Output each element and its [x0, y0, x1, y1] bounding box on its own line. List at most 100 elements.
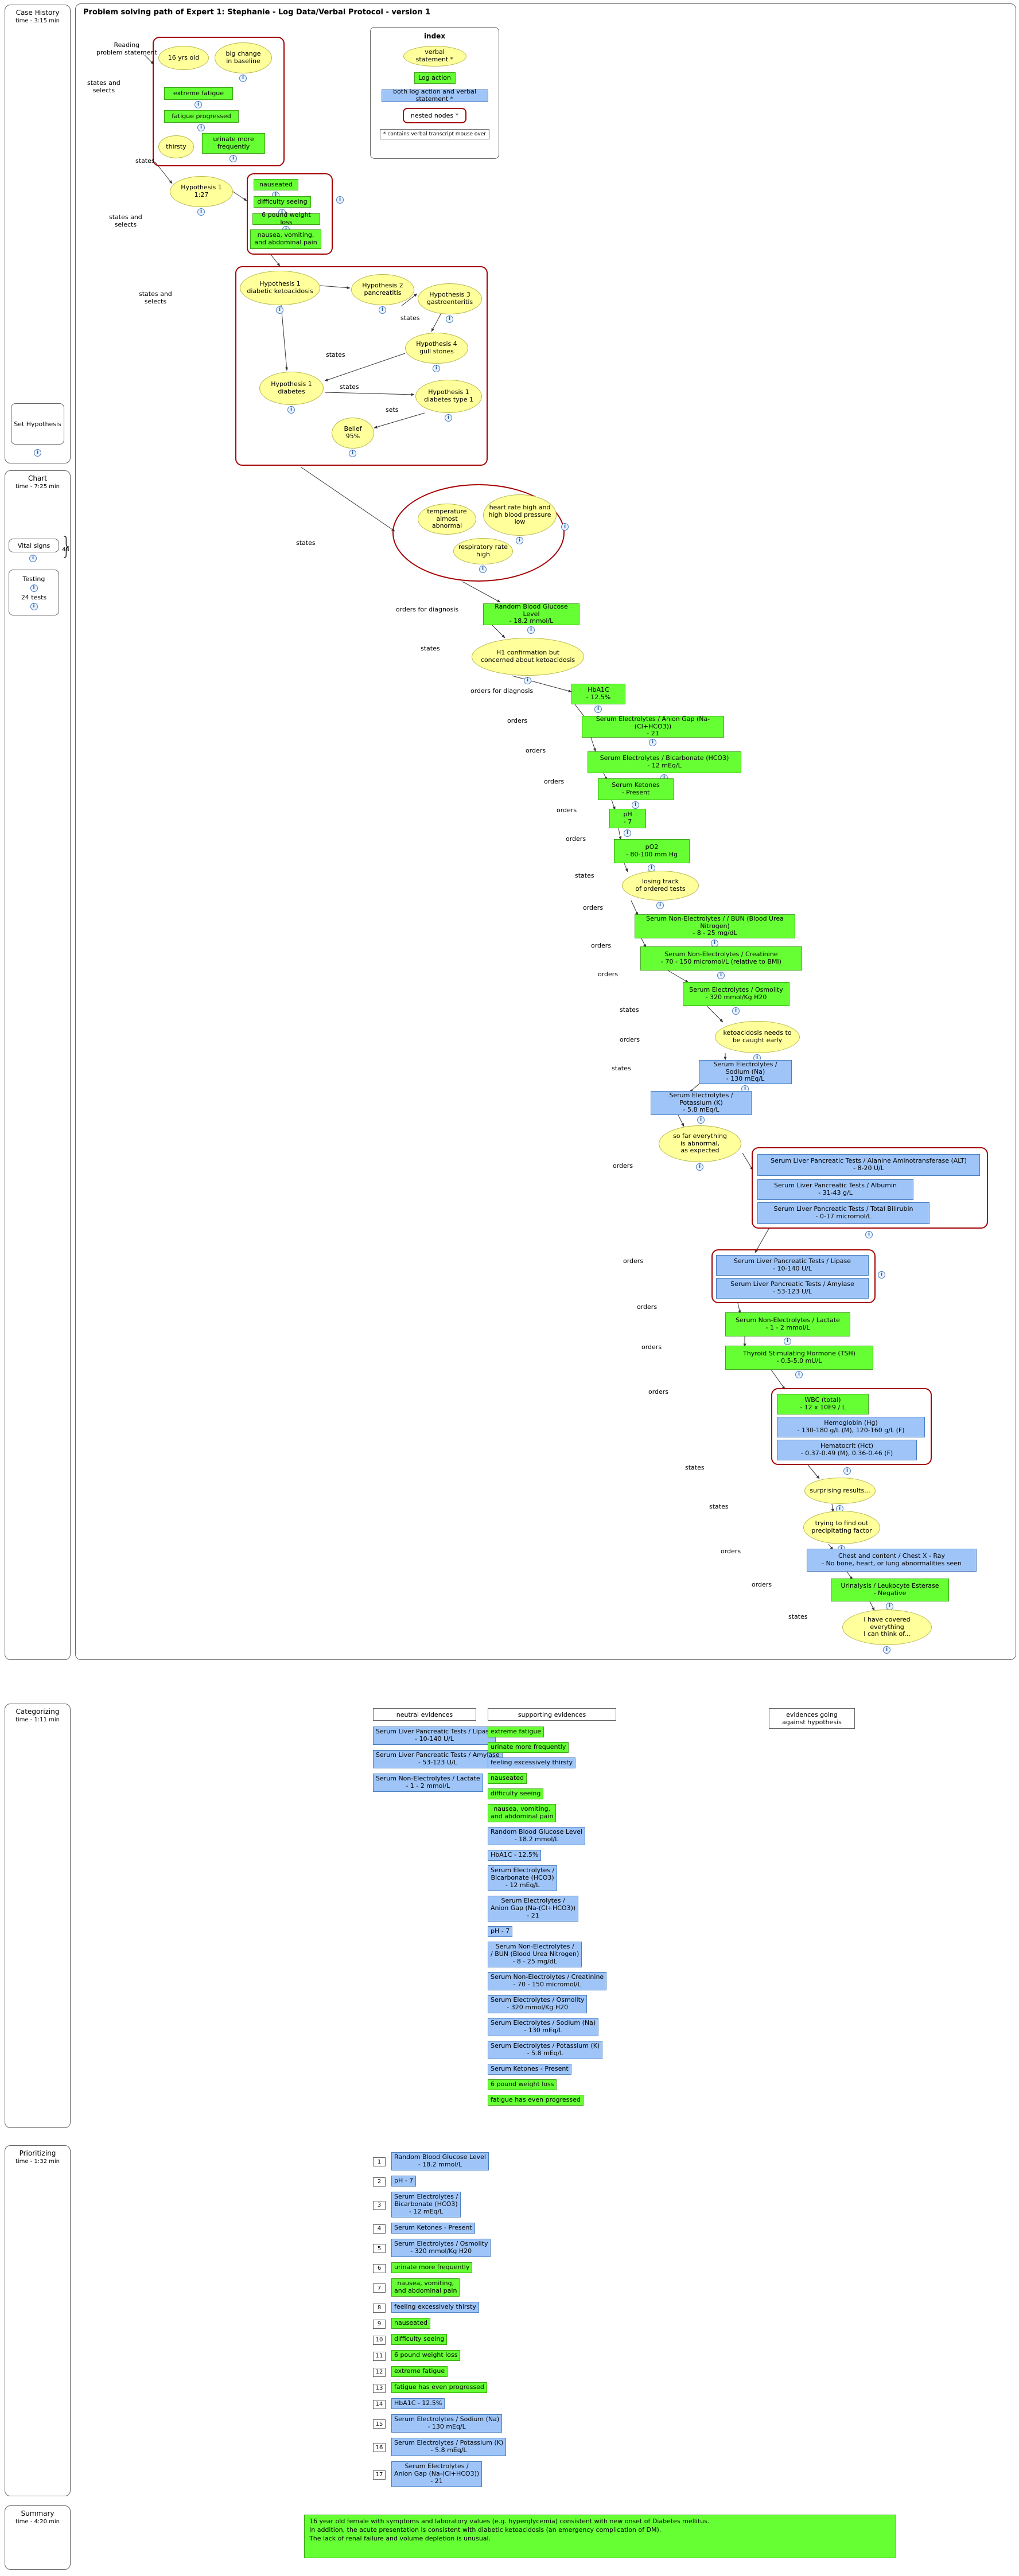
- flow-node-19[interactable]: heart rate high and high blood pressure …: [483, 494, 557, 536]
- info-icon[interactable]: i: [197, 208, 205, 216]
- flow-node-48[interactable]: trying to find out precipitating factor: [803, 1511, 880, 1544]
- info-icon[interactable]: i: [886, 1603, 893, 1610]
- flow-node-18[interactable]: temperature almost abnormal: [418, 504, 476, 535]
- flow-node-41[interactable]: Serum Liver Pancreatic Tests / Amylase -…: [716, 1278, 869, 1299]
- info-icon[interactable]: i: [632, 801, 639, 809]
- flow-node-32[interactable]: Serum Electrolytes / Osmolity - 320 mmol…: [683, 982, 789, 1006]
- flow-node-42[interactable]: Serum Non-Electrolytes / Lactate - 1 - 2…: [725, 1312, 850, 1336]
- panel-case-history: Case History time - 3:15 min Set Hypothe…: [5, 5, 71, 463]
- categorizing-title: Categorizing: [15, 1708, 60, 1716]
- info-icon[interactable]: i: [795, 1371, 803, 1378]
- flow-node-34[interactable]: Serum Electrolytes / Sodium (Na) - 130 m…: [699, 1060, 792, 1084]
- flow-node-14[interactable]: Hypothesis 4 gull stones: [405, 333, 468, 364]
- flow-node-2[interactable]: extreme fatigue: [164, 87, 233, 100]
- info-icon[interactable]: i: [594, 706, 602, 713]
- flow-node-35[interactable]: Serum Electrolytes / Potassium (K) - 5.8…: [651, 1091, 752, 1115]
- info-icon[interactable]: i: [445, 414, 452, 422]
- info-icon[interactable]: i: [29, 555, 37, 562]
- tests-count: 24 tests: [21, 593, 47, 601]
- flow-node-46[interactable]: Hematocrit (Hct) - 0.37-0.49 (M), 0.36-0…: [777, 1440, 917, 1460]
- flow-node-37[interactable]: Serum Liver Pancreatic Tests / Alanine A…: [757, 1154, 980, 1176]
- flow-node-47[interactable]: surprising results...: [804, 1478, 876, 1504]
- info-icon[interactable]: i: [697, 1116, 705, 1124]
- flow-node-27[interactable]: pH - 7: [609, 809, 646, 828]
- supporting-evidence-item: Serum Electrolytes / Bicarbonate (HCO3) …: [488, 1865, 558, 1891]
- info-icon[interactable]: i: [379, 306, 386, 314]
- flow-node-43[interactable]: Thyroid Stimulating Hormone (TSH) - 0.5-…: [725, 1346, 873, 1370]
- info-icon[interactable]: i: [197, 124, 205, 131]
- flow-node-8[interactable]: difficulty seeing: [254, 196, 311, 208]
- flow-node-20[interactable]: respiratory rate high: [453, 538, 513, 564]
- flow-node-13[interactable]: Hypothesis 3 gastroenteritis: [418, 283, 482, 314]
- flow-node-3[interactable]: fatigue progressed: [164, 110, 239, 123]
- flow-node-40[interactable]: Serum Liver Pancreatic Tests / Lipase - …: [716, 1255, 869, 1276]
- flow-node-51[interactable]: I have covered everything I can think of…: [842, 1609, 932, 1645]
- flow-node-23[interactable]: HbA1C - 12.5%: [571, 684, 625, 704]
- info-icon[interactable]: i: [287, 406, 295, 414]
- info-icon[interactable]: i: [717, 972, 725, 979]
- info-icon[interactable]: i: [230, 155, 237, 162]
- flow-node-31[interactable]: Serum Non-Electrolytes / Creatinine - 70…: [640, 946, 802, 971]
- flow-node-38[interactable]: Serum Liver Pancreatic Tests / Albumin -…: [757, 1179, 913, 1200]
- info-icon[interactable]: i: [30, 584, 38, 592]
- flow-node-24[interactable]: Serum Electrolytes / Anion Gap (Na-(Cl+H…: [582, 715, 724, 738]
- flow-node-10[interactable]: nausea, vomiting, and abdominal pain: [250, 229, 321, 249]
- flow-node-50[interactable]: Urinalysis / Leukocyte Esterase - Negati…: [831, 1579, 949, 1601]
- neutral-evidence-item: Serum Liver Pancreatic Tests / Lipase - …: [373, 1727, 496, 1745]
- flow-node-44[interactable]: WBC (total) - 12 x 10E9 / L: [777, 1394, 869, 1414]
- info-icon[interactable]: i: [843, 1467, 851, 1475]
- flow-node-6[interactable]: Hypothesis 1 1:27: [170, 176, 233, 207]
- flow-node-45[interactable]: Hemoglobin (Hg) - 130-180 g/L (M), 120-1…: [777, 1417, 925, 1437]
- info-icon[interactable]: i: [865, 1231, 873, 1238]
- flow-node-17[interactable]: Belief 95%: [332, 418, 374, 449]
- info-icon[interactable]: i: [349, 450, 356, 457]
- info-icon[interactable]: i: [30, 602, 38, 610]
- flow-node-29[interactable]: losing track of ordered tests: [622, 871, 699, 901]
- flow-node-9[interactable]: 6 pound weight loss: [252, 211, 320, 226]
- info-icon[interactable]: i: [883, 1646, 890, 1654]
- header-neutral-evidences: neutral evidences: [373, 1708, 476, 1721]
- info-icon[interactable]: i: [516, 537, 523, 544]
- priority-rank: 1: [373, 2157, 386, 2166]
- flow-node-4[interactable]: thirsty: [158, 135, 194, 158]
- flow-node-39[interactable]: Serum Liver Pancreatic Tests / Total Bil…: [757, 1202, 929, 1224]
- info-icon[interactable]: i: [696, 1163, 703, 1171]
- info-icon[interactable]: i: [732, 1007, 740, 1015]
- flow-node-7[interactable]: nauseated: [254, 179, 298, 190]
- info-icon[interactable]: i: [561, 523, 569, 531]
- flow-node-33[interactable]: ketoacidosis needs to be caught early: [715, 1021, 800, 1053]
- flow-node-49[interactable]: Chest and content / Chest X - Ray - No b…: [807, 1549, 977, 1572]
- info-icon[interactable]: i: [656, 902, 664, 909]
- priority-item: difficulty seeing: [391, 2334, 448, 2345]
- info-icon[interactable]: i: [446, 315, 453, 323]
- flow-node-12[interactable]: Hypothesis 2 pancreatitis: [351, 274, 414, 305]
- info-icon[interactable]: i: [34, 449, 41, 457]
- info-icon[interactable]: i: [527, 626, 535, 634]
- flow-node-0[interactable]: 16 yrs old: [158, 46, 209, 70]
- info-icon[interactable]: i: [524, 677, 531, 684]
- flow-node-30[interactable]: Serum Non-Electrolytes / / BUN (Blood Ur…: [635, 914, 795, 938]
- flow-node-11[interactable]: Hypothesis 1 diabetic ketoacidosis: [240, 271, 320, 305]
- flow-node-25[interactable]: Serum Electrolytes / Bicarbonate (HCO3) …: [588, 751, 741, 773]
- flow-node-26[interactable]: Serum Ketones - Present: [598, 778, 674, 800]
- info-icon[interactable]: i: [624, 829, 631, 837]
- info-icon[interactable]: i: [649, 739, 656, 746]
- info-icon[interactable]: i: [784, 1338, 791, 1345]
- info-icon[interactable]: i: [276, 306, 283, 314]
- info-icon[interactable]: i: [336, 196, 344, 204]
- flow-node-21[interactable]: Random Blood Glucose Level - 18.2 mmol/L: [483, 603, 579, 625]
- flow-node-36[interactable]: so far everything is abnormal, as expect…: [659, 1125, 741, 1162]
- info-icon[interactable]: i: [195, 101, 202, 108]
- flow-node-22[interactable]: H1 confirmation but concerned about keto…: [472, 638, 584, 676]
- info-icon[interactable]: i: [479, 566, 487, 573]
- info-icon[interactable]: i: [433, 365, 440, 372]
- flow-node-5[interactable]: urinate more frequently: [202, 133, 265, 154]
- info-icon[interactable]: i: [878, 1271, 885, 1279]
- flow-node-16[interactable]: Hypothesis 1 diabetes type 1: [415, 380, 482, 413]
- flow-node-15[interactable]: Hypothesis 1 diabetes: [259, 372, 324, 405]
- nested-group-4: [752, 1147, 988, 1229]
- flow-node-1[interactable]: big change in baseline: [215, 42, 272, 73]
- flow-node-28[interactable]: pO2 - 80-100 mm Hg: [614, 839, 690, 863]
- supporting-evidence-item: HbA1C - 12.5%: [488, 1850, 542, 1861]
- info-icon[interactable]: i: [239, 75, 247, 82]
